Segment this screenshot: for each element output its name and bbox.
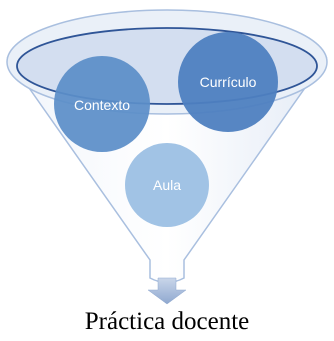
circle-contexto-shape — [54, 56, 150, 152]
circle-aula: Aula — [125, 143, 209, 227]
circle-contexto: Contexto — [54, 56, 150, 152]
circle-curriculo-shape — [178, 32, 278, 132]
circle-curriculo-label: Currículo — [200, 74, 257, 90]
result-label: Práctica docente — [84, 308, 250, 335]
down-arrow-icon — [147, 277, 187, 305]
circle-curriculo: Currículo — [178, 32, 278, 132]
circle-aula-label: Aula — [153, 177, 181, 193]
circle-contexto-label: Contexto — [74, 97, 130, 113]
circle-aula-shape — [125, 143, 209, 227]
